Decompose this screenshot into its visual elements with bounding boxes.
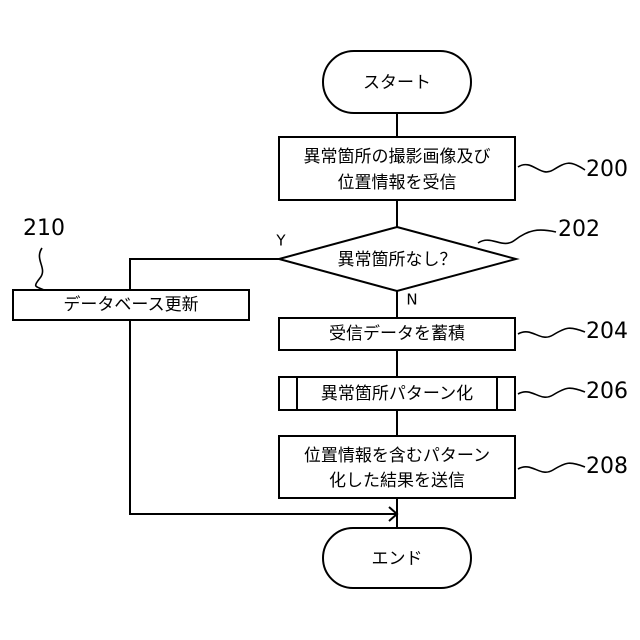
ref-210: 210 [23,216,65,241]
connector-yes-branch [130,259,279,290]
patternize-label: 異常箇所パターン化 [321,384,473,404]
db-update-label: データベース更新 [63,294,198,315]
yes-label: Y [275,232,286,250]
start-label: スタート [363,73,431,93]
decision-label: 異常箇所なし？ [338,250,457,270]
leader-210 [36,248,44,290]
no-label: N [406,291,417,309]
leader-208 [518,463,585,472]
ref-200: 200 [586,157,628,182]
accumulate-label: 受信データを蓄積 [329,323,465,344]
send-label-line2: 化した結果を送信 [329,471,465,491]
leader-202 [478,230,556,243]
receive-label-line2: 位置情報を受信 [338,173,457,193]
end-label: エンド [372,549,423,569]
ref-206: 206 [586,379,628,404]
ref-204: 204 [586,319,628,344]
send-label-line1: 位置情報を含むパターン [304,446,490,466]
receive-label-line1: 異常箇所の撮影画像及び [304,147,491,167]
leader-204 [518,328,585,337]
ref-208: 208 [586,454,628,479]
ref-202: 202 [558,217,600,242]
leader-200 [518,163,585,172]
leader-206 [518,388,585,397]
